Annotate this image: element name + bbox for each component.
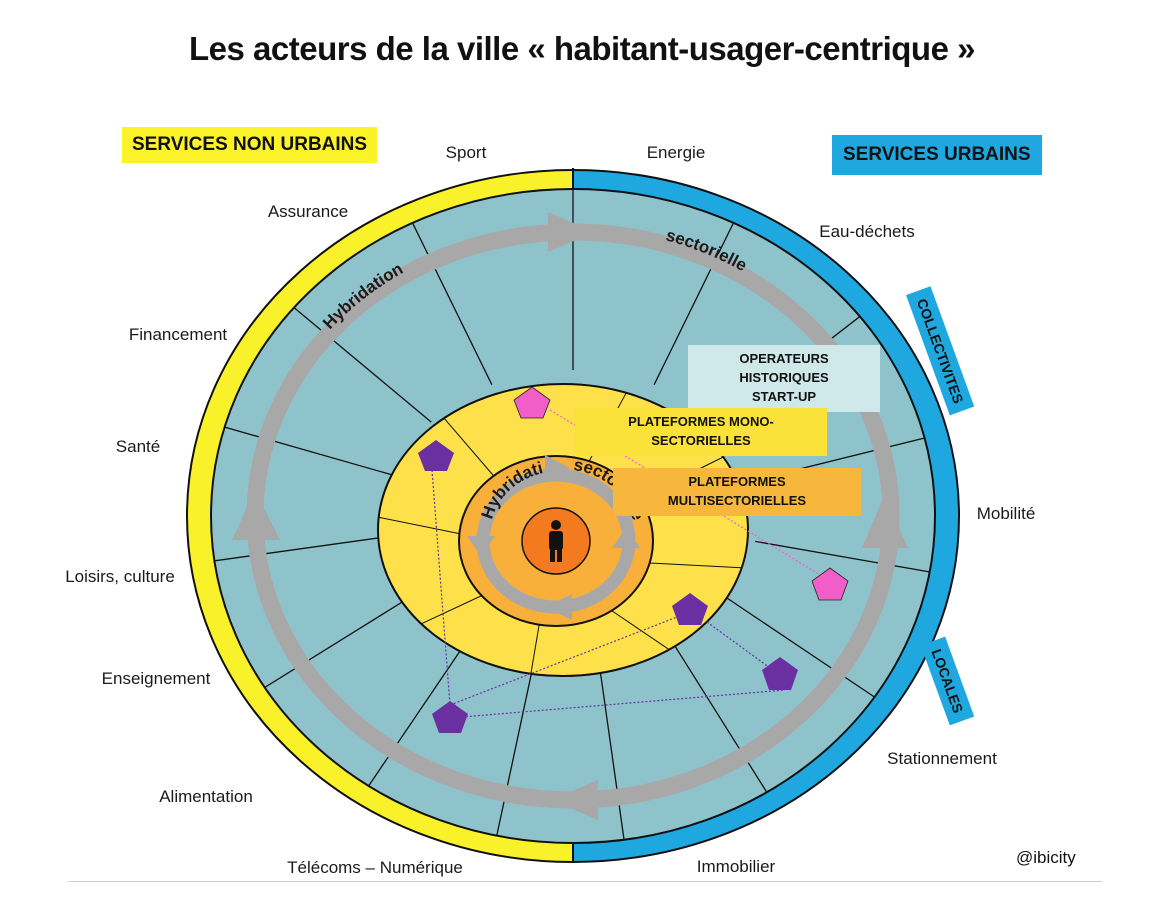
legend-urban: SERVICES URBAINS (832, 135, 1042, 175)
platform-divider (611, 610, 670, 651)
platform-divider (421, 595, 482, 625)
sector-label-loisirs: Loisirs, culture (65, 567, 175, 586)
sector-divider (598, 660, 627, 843)
sector-divider (250, 592, 417, 697)
inner-arrow-left (467, 536, 495, 556)
sector-label-mobilite: Mobilité (977, 504, 1036, 523)
purple-marker (762, 657, 798, 690)
inner-arrow-top (545, 455, 570, 481)
sector-divider (405, 210, 493, 386)
sector-label-immobilier: Immobilier (697, 857, 776, 876)
flow-arrow-top (548, 212, 595, 252)
sector-divider (653, 210, 741, 386)
sector-label-telecoms: Télécoms – Numérique (287, 858, 463, 877)
purple-marker (432, 701, 468, 733)
sector-divider (281, 296, 432, 423)
sector-divider (670, 639, 775, 805)
pink-marker (811, 567, 849, 601)
sector-divider (493, 658, 536, 843)
tag-operateurs-line2: START-UP (751, 388, 817, 404)
pink-marker (513, 386, 551, 419)
credit-handle: @ibicity (1016, 848, 1076, 867)
person-icon (549, 520, 563, 562)
legend-non-urban: SERVICES NON URBAINS (122, 127, 378, 163)
sector-label-assurance: Assurance (268, 202, 348, 221)
platform-divider (443, 417, 495, 477)
inner-arrow-bottom (545, 594, 572, 620)
flow-arrow-right (862, 496, 908, 548)
tag-mono-sectorielles: PLATEFORMES MONO-SECTORIELLES (575, 408, 827, 456)
sector-divider (211, 421, 396, 477)
page-title: Les acteurs de la ville « habitant-usage… (189, 30, 975, 67)
sector-divider (359, 636, 471, 799)
divider (68, 881, 1102, 882)
purple-marker (672, 593, 708, 625)
flow-arrow-left (232, 490, 280, 540)
sector-label-financement: Financement (129, 325, 228, 344)
tag-multisectorielles: PLATEFORMES MULTISECTORIELLES (613, 468, 861, 516)
platform-divider (530, 624, 540, 674)
tag-operateurs-line1: OPERATEURS HISTORIQUES (739, 351, 829, 385)
sector-label-sante: Santé (116, 437, 160, 456)
sector-label-stationnement: Stationnement (887, 749, 997, 768)
inner-arrow-right (612, 528, 640, 548)
flow-arrow-bottom (551, 780, 598, 820)
sector-label-eau-dechets: Eau-déchets (819, 222, 914, 241)
sector-label-sport: Sport (446, 143, 487, 162)
platform-divider (378, 516, 460, 535)
platform-divider (649, 562, 742, 569)
sector-label-enseignement: Enseignement (102, 669, 211, 688)
sector-divider (726, 597, 889, 707)
tag-operateurs: OPERATEURS HISTORIQUES START-UP (688, 345, 880, 412)
sector-label-energie: Energie (647, 143, 706, 162)
sector-label-alimentation: Alimentation (159, 787, 253, 806)
sector-divider (755, 540, 935, 576)
sector-divider (211, 535, 390, 564)
purple-marker (418, 440, 454, 471)
